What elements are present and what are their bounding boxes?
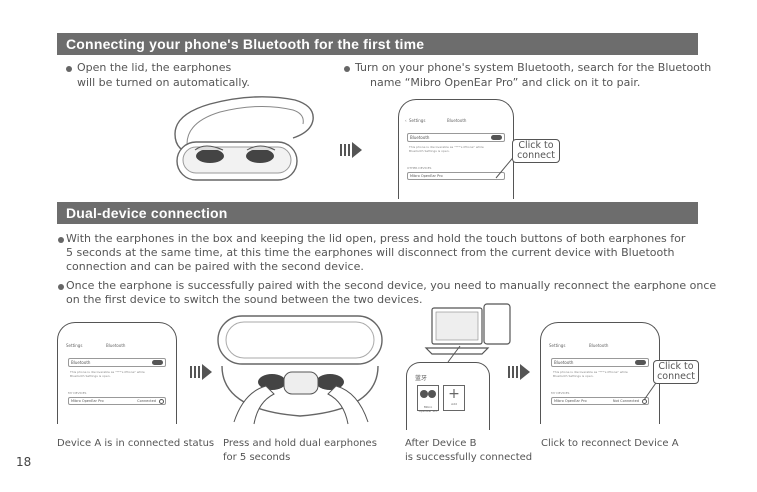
device-tile[interactable]: Mibro OpenEar Pro	[417, 385, 439, 413]
page-number: 18	[16, 455, 32, 469]
screen-title: Bluetooth	[106, 343, 126, 348]
other-devices-heading: OTHER DEVICES	[407, 166, 432, 170]
device-row[interactable]: Mibro OpenEar Pro Not Connected	[551, 397, 649, 405]
caption-press-hold-l2: for 5 seconds	[223, 452, 291, 463]
phone-mockup-pairing: ‹ Settings Bluetooth Bluetooth This phon…	[398, 99, 514, 199]
phone-mockup-reconnect: Settings Bluetooth Bluetooth This phone …	[540, 322, 660, 424]
caption-device-a: Device A is in connected status	[57, 438, 215, 449]
section-title-first-time: Connecting your phone's Bluetooth for th…	[57, 33, 698, 55]
discoverable-hint: This phone is discoverable as "***'s iPh…	[70, 370, 145, 378]
screen-title: Bluetooth	[589, 343, 609, 348]
device-row[interactable]: Mibro OpenEar Pro	[407, 172, 505, 180]
bullet	[344, 66, 350, 72]
dual-para1-line1: With the earphones in the box and keepin…	[66, 232, 686, 245]
bluetooth-row-label: Bluetooth	[71, 360, 91, 365]
dual-para1-line3: connection and can be paired with the se…	[66, 260, 364, 273]
case-press-hold-illustration	[217, 315, 383, 425]
bluetooth-row: Bluetooth	[68, 358, 166, 367]
bullet	[58, 284, 64, 290]
settings-back-label[interactable]: Settings	[409, 118, 426, 123]
device-row[interactable]: Mibro OpenEar Pro Connected	[68, 397, 166, 405]
back-chevron-icon[interactable]: ‹	[405, 118, 407, 123]
my-devices-heading: MY DEVICES	[68, 391, 87, 395]
step1-line1: Open the lid, the earphones	[77, 61, 232, 74]
screen-title: Bluetooth	[447, 118, 467, 123]
add-label: Add	[451, 402, 457, 406]
open-charging-case-illustration	[174, 96, 314, 181]
discoverable-hint: This phone is discoverable as "***'s iPh…	[409, 145, 484, 153]
click-to-connect-callout: Click to connect	[653, 360, 699, 384]
step2-line1: Turn on your phone's system Bluetooth, s…	[355, 61, 712, 74]
bluetooth-row-label: Bluetooth	[410, 135, 430, 140]
device-status: Not Connected	[612, 399, 639, 403]
caption-press-hold-l1: Press and hold dual earphones	[223, 438, 377, 449]
caption-device-b-l1: After Device B	[405, 438, 477, 449]
bluetooth-toggle[interactable]	[635, 360, 646, 365]
my-devices-heading: MY DEVICES	[551, 391, 570, 395]
device-status: Connected	[137, 399, 156, 403]
info-icon[interactable]	[159, 398, 164, 404]
bluetooth-row-label: Bluetooth	[554, 360, 574, 365]
settings-back-label[interactable]: Settings	[66, 343, 83, 348]
device-name: Mibro OpenEar Pro	[410, 174, 443, 178]
bluetooth-row: Bluetooth	[407, 133, 505, 142]
section-title-dual-device: Dual-device connection	[57, 202, 698, 224]
discoverable-hint: This phone is discoverable as "***'s iPh…	[553, 370, 628, 378]
caption-device-b-l2: is successfully connected	[405, 452, 533, 463]
tablet-bluetooth-zoom: 蓝牙 Mibro OpenEar Pro + Add	[406, 362, 490, 430]
step1-line2: will be turned on automatically.	[77, 76, 250, 89]
dual-para2-line1: Once the earphone is successfully paired…	[66, 279, 717, 292]
laptop-tablet-illustration	[424, 303, 511, 355]
bluetooth-toggle[interactable]	[491, 135, 502, 140]
device-name: Mibro OpenEar Pro	[554, 399, 587, 403]
dual-para2-line2: on the first device to switch the sound …	[66, 293, 423, 306]
settings-back-label[interactable]: Settings	[549, 343, 566, 348]
arrow-right-icon	[340, 142, 362, 158]
earbuds-icon	[420, 390, 436, 398]
callout-text: Click to connect	[657, 361, 695, 382]
click-to-connect-callout: Click to connect	[512, 139, 560, 163]
magnifier-pointer	[447, 345, 461, 363]
add-device-tile[interactable]: + Add	[443, 385, 465, 411]
bluetooth-toggle[interactable]	[152, 360, 163, 365]
tablet-heading: 蓝牙	[415, 375, 428, 382]
bullet	[66, 66, 72, 72]
phone-mockup-device-a: Settings Bluetooth Bluetooth This phone …	[57, 322, 177, 424]
caption-reconnect: Click to reconnect Device A	[541, 438, 679, 449]
step2-line2: name “Mibro OpenEar Pro” and click on it…	[370, 76, 641, 89]
arrow-right-icon	[508, 364, 530, 380]
bluetooth-row: Bluetooth	[551, 358, 649, 367]
dual-para1-line2: 5 seconds at the same time, at this time…	[66, 246, 675, 259]
tile-device-name: Mibro OpenEar Pro	[418, 405, 438, 413]
arrow-right-icon	[190, 364, 212, 380]
callout-text: Click to connect	[517, 140, 555, 161]
bullet	[58, 237, 64, 243]
plus-icon: +	[448, 386, 460, 402]
device-name: Mibro OpenEar Pro	[71, 399, 104, 403]
